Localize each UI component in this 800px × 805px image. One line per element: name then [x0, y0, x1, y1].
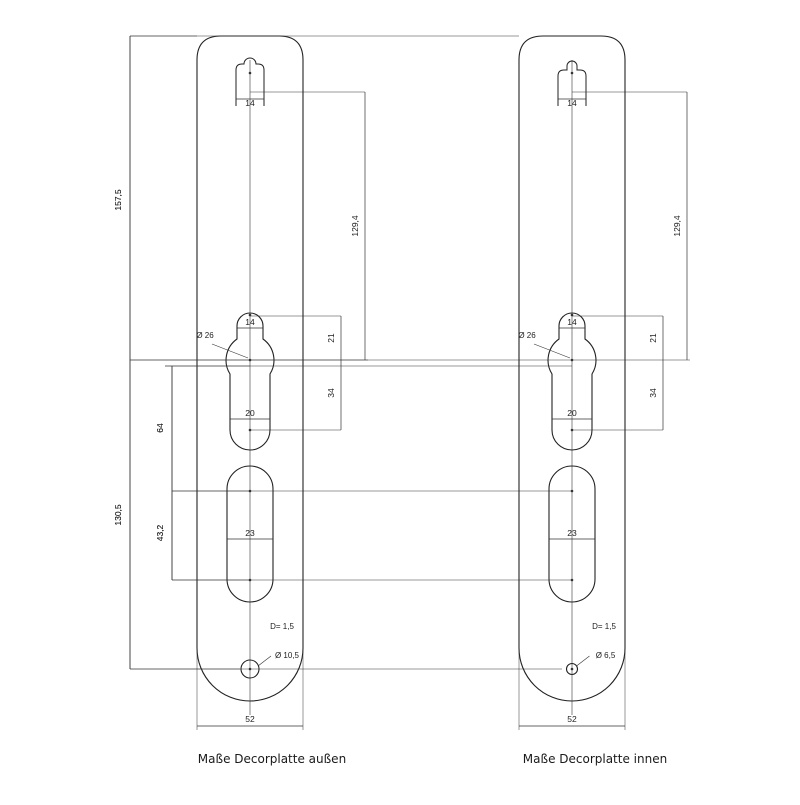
cylinder-cutout: [547, 312, 597, 451]
top-slot-width-label: 14: [245, 98, 255, 108]
plate-outline: [518, 35, 626, 702]
slot-height-label: 43,2: [155, 524, 165, 541]
thickness-label: D= 1,5: [592, 622, 616, 631]
total-height-label: 157,5: [113, 189, 123, 211]
cyl-upper-height-label: 21: [648, 333, 658, 343]
handle-oval-slot: [548, 465, 596, 603]
cyl-circle-label: Ø 26: [518, 331, 536, 340]
cyl-lower-height-label: 34: [326, 388, 336, 398]
dimension-point: [248, 71, 252, 75]
dimension-point: [570, 71, 574, 75]
hole-leader: [257, 655, 272, 667]
cyl-lower-height-label: 34: [648, 388, 658, 398]
dimension-point: [570, 313, 574, 317]
caption-inner-plate: Maße Decorplatte innen: [522, 752, 668, 766]
drawing-outer-plate: 14 14 20 Ø 26 23 D= 1,5 Ø 10,5 157,5 130,5 64 43,2…: [113, 35, 368, 730]
plate-width-label: 52: [567, 714, 577, 724]
top-mounting-slot: [235, 57, 265, 106]
plate-width-label: 52: [245, 714, 255, 724]
cyl-lower-width-label: 20: [567, 408, 577, 418]
spacing-64-label: 64: [155, 423, 165, 433]
slot-width-label: 23: [567, 528, 577, 538]
caption-outer-plate: Maße Decorplatte außen: [197, 752, 347, 766]
hole-leader: [576, 655, 590, 667]
total-height-label: 157,5: [113, 189, 123, 211]
dimension-point: [248, 313, 252, 317]
cyl-upper-width-label: 14: [567, 317, 577, 327]
lower-height-label: 130,5: [113, 504, 123, 526]
bottom-hole-label: Ø 6,5: [596, 651, 616, 660]
cylinder-cutout: [225, 312, 275, 451]
cyl-circle-leader: [211, 343, 249, 359]
spacing-129-label: 129,4: [350, 215, 360, 237]
cyl-lower-width-label: 20: [245, 408, 255, 418]
bottom-hole-label: Ø 10,5: [275, 651, 300, 660]
slot-width-label: 23: [245, 528, 255, 538]
thickness-label: D= 1,5: [270, 622, 294, 631]
top-mounting-slot: [557, 60, 587, 106]
spacing-129-label: 129,4: [672, 215, 682, 237]
cyl-upper-width-label: 14: [245, 317, 255, 327]
lower-height-label: 130,5: [113, 504, 123, 526]
bottom-screw-hole: [565, 662, 579, 676]
spacing-64-label: 64: [155, 423, 165, 433]
cyl-upper-height-label: 21: [326, 333, 336, 343]
top-slot-width-label: 14: [567, 98, 577, 108]
cyl-circle-label: Ø 26: [196, 331, 214, 340]
handle-oval-slot: [226, 465, 274, 603]
slot-height-label: 43,2: [155, 524, 165, 541]
dimension-point: [570, 667, 574, 671]
cyl-circle-leader: [533, 343, 571, 359]
